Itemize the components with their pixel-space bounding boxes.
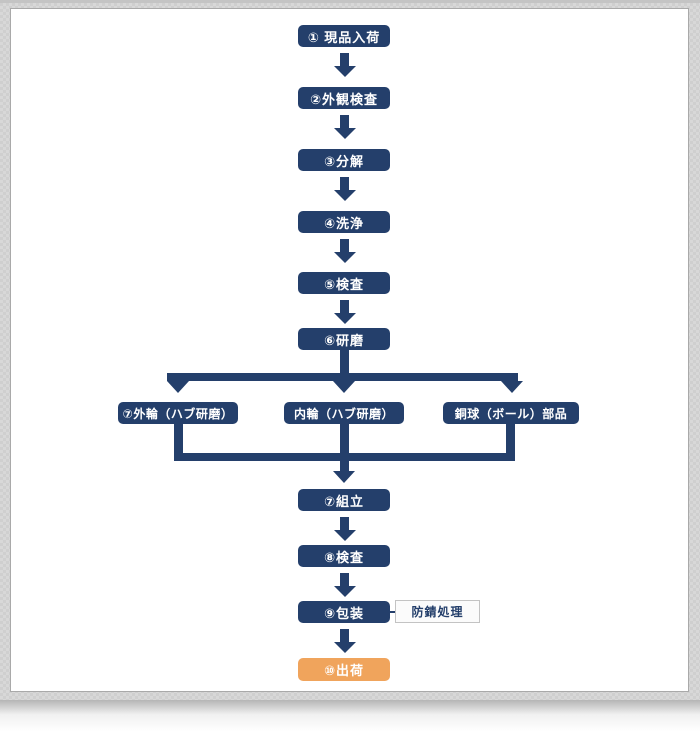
page-bottom-shadow — [0, 700, 700, 737]
down-arrow-icon — [333, 573, 356, 597]
down-arrow-icon — [333, 53, 356, 77]
down-arrowhead-icon — [501, 381, 523, 393]
down-arrow-icon — [333, 629, 356, 653]
flow-node-ball-parts: 銅球（ボール）部品 — [443, 402, 579, 424]
flow-connector-stem — [340, 424, 349, 453]
down-arrow-icon — [333, 517, 356, 541]
flow-node-inner-ring-hub-grinding: 内輪（ハブ研磨） — [284, 402, 404, 424]
flow-connector-stem — [340, 350, 349, 373]
diagram-canvas — [10, 8, 689, 692]
flow-node-shipping: ⑩出荷 — [298, 658, 390, 681]
flow-node-grinding: ⑥研磨 — [298, 328, 390, 350]
flow-node-outer-ring-hub-grinding: ⑦外輪（ハブ研磨） — [118, 402, 238, 424]
side-note-connector — [388, 611, 397, 613]
flow-branch-bar — [167, 373, 518, 381]
flow-merge-bar — [174, 453, 515, 461]
flow-node-visual-inspection: ②外観検査 — [298, 87, 390, 109]
side-note-rust-prevention: 防錆処理 — [395, 600, 480, 623]
flow-connector-stem — [174, 424, 183, 453]
down-arrow-icon — [333, 177, 356, 201]
down-arrowhead-icon — [333, 381, 355, 393]
down-arrow-icon — [333, 115, 356, 139]
page-top-edge — [0, 0, 700, 3]
down-arrowhead-icon — [167, 381, 189, 393]
flow-node-inspection: ⑤検査 — [298, 272, 390, 294]
flow-node-assembly: ⑦組立 — [298, 489, 390, 511]
down-arrow-icon — [333, 239, 356, 263]
flow-node-packaging: ⑨包装 — [298, 601, 390, 623]
flow-connector-stem — [506, 424, 515, 453]
flow-connector-stem — [340, 461, 349, 471]
flow-node-cleaning: ④洗浄 — [298, 211, 390, 233]
down-arrowhead-icon — [333, 471, 355, 483]
flow-node-disassembly: ③分解 — [298, 149, 390, 171]
flow-node-incoming-goods: ① 現品入荷 — [298, 25, 390, 47]
down-arrow-icon — [333, 300, 356, 324]
flow-node-final-inspection: ⑧検査 — [298, 545, 390, 567]
